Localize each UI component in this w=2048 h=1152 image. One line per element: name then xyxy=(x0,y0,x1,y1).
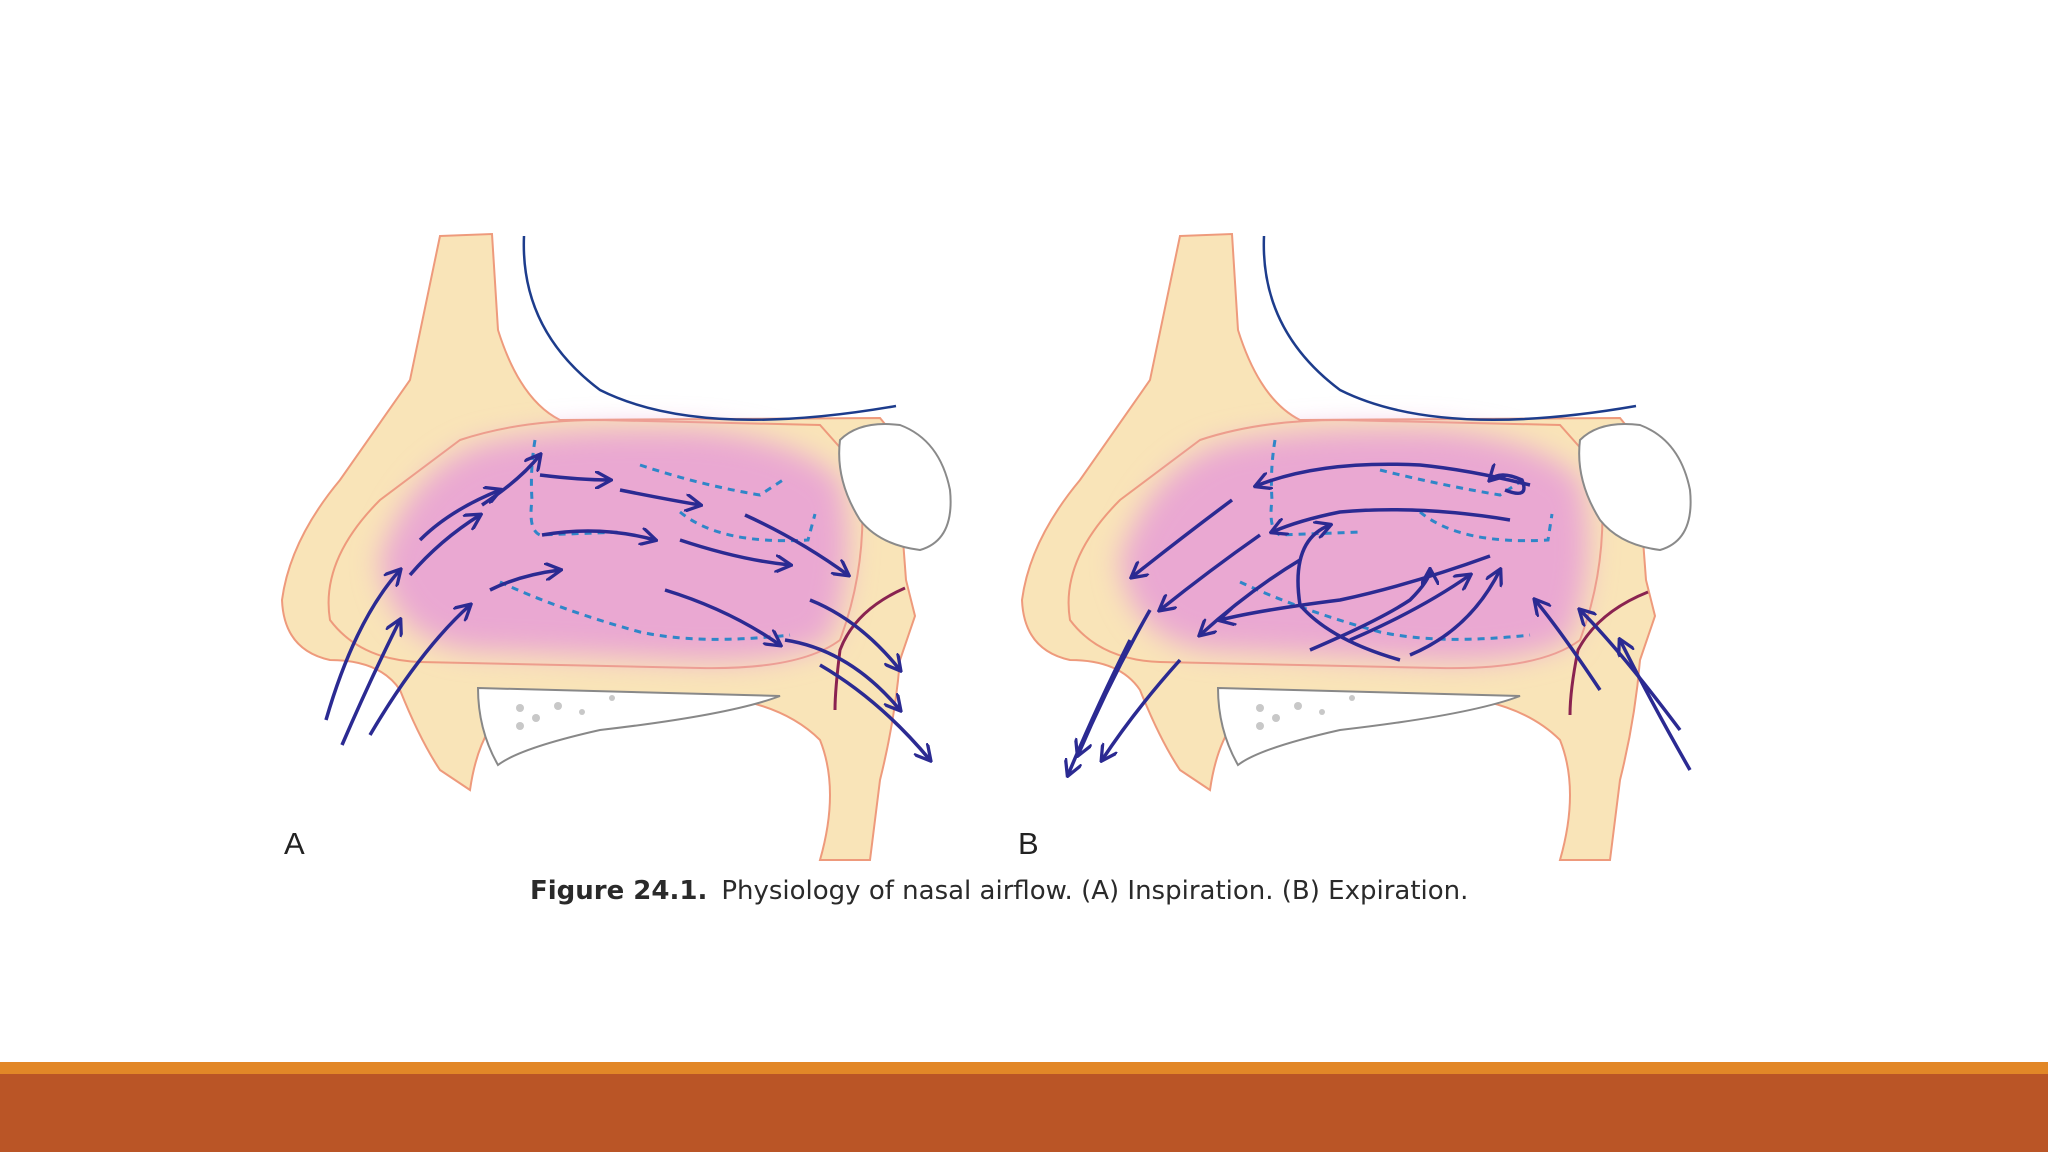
hard-palate-b xyxy=(1216,686,1521,767)
figure-caption-text: Physiology of nasal airflow. (A) Inspira… xyxy=(721,876,1469,906)
airflow-arrows-b xyxy=(1068,462,1692,775)
cranial-base-line xyxy=(522,235,897,421)
footer-bar xyxy=(0,1074,2048,1152)
pharynx-line-b xyxy=(1568,590,1649,716)
sphenoid-sinus xyxy=(838,423,952,552)
figure-number: Figure 24.1. xyxy=(530,876,708,906)
panel-b-expiration xyxy=(1020,232,1692,861)
pharynx-line xyxy=(833,586,906,711)
footer-accent-stripe xyxy=(0,1062,2048,1074)
airflow-arrows xyxy=(324,455,930,760)
panel-label-b: B xyxy=(1018,826,1039,861)
panel-a-inspiration xyxy=(280,232,952,861)
cranial-base-line-b xyxy=(1262,235,1637,421)
sphenoid-sinus-b xyxy=(1578,423,1692,552)
nasal-cavity-outline-b xyxy=(1067,418,1604,670)
panel-label-a: A xyxy=(284,826,305,861)
palate-dots-b xyxy=(1256,695,1355,730)
figure-caption: Figure 24.1. Physiology of nasal airflow.… xyxy=(530,876,1530,906)
palate-dots xyxy=(516,695,615,730)
hard-palate xyxy=(476,686,781,767)
